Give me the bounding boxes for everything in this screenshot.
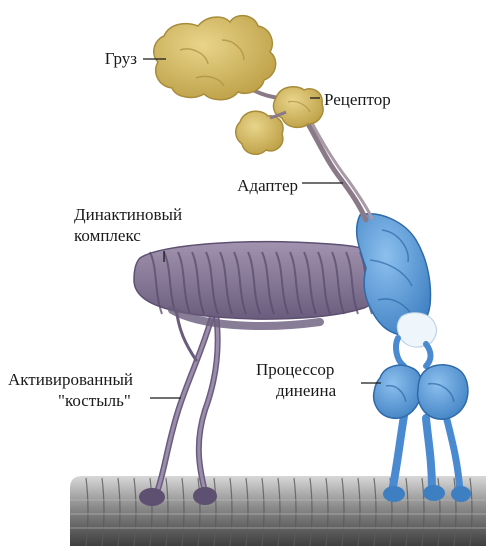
label-dynactin-line1: Динактиновый: [74, 205, 182, 225]
label-processor-line1: Процессор: [256, 360, 334, 380]
dynactin-complex: [134, 242, 387, 326]
cargo-blob: [154, 16, 276, 100]
receptor-blobs: [236, 87, 323, 155]
label-activated-line1: Активированный: [8, 370, 133, 390]
label-adapter: Адаптер: [237, 176, 298, 196]
activated-adaptor: [139, 296, 218, 506]
dynein-motor: [357, 214, 468, 419]
label-activated-line2: "костыль": [58, 391, 131, 411]
label-processor-line2: динеина: [276, 381, 336, 401]
label-cargo: Груз: [105, 49, 137, 69]
dynein-stalks: [383, 416, 471, 502]
microtubule: [70, 476, 486, 546]
label-dynactin-line2: комплекс: [74, 226, 141, 246]
label-receptor: Рецептор: [324, 90, 391, 110]
